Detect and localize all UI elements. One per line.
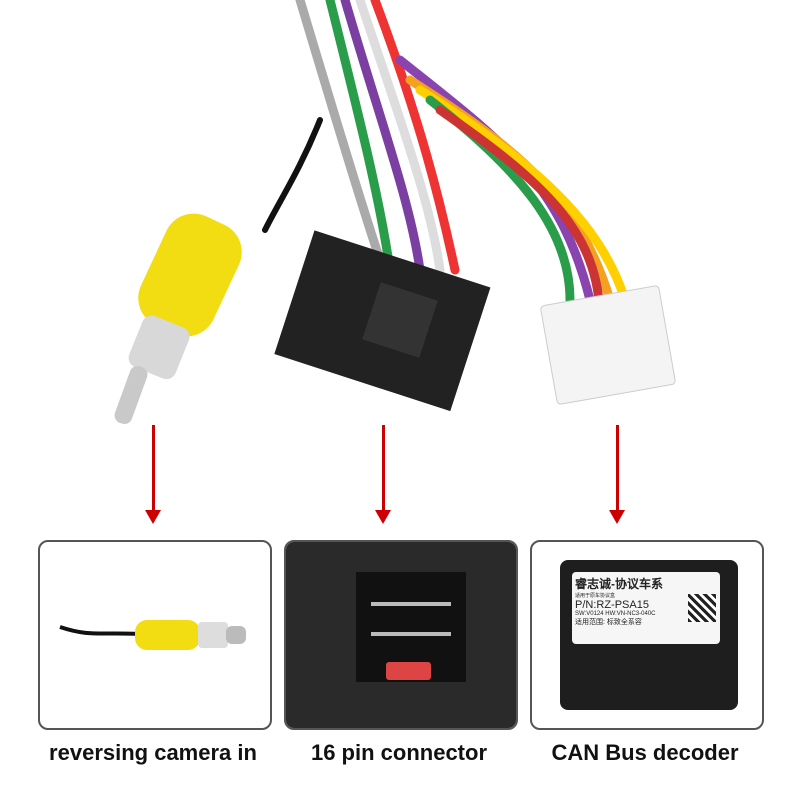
decoder-scope: 适用范围: 标致全系容: [575, 619, 642, 626]
decoder-brand: 睿志诚-协议车系: [575, 577, 663, 591]
arrow-connector: [382, 425, 385, 510]
caption-connector: 16 pin connector: [310, 740, 488, 765]
decoder-panel: 睿志诚-协议车系 适用于原车协议盒 P/N:RZ-PSA15 SW:V0124 …: [530, 540, 764, 730]
16-pin-socket-image: [286, 542, 516, 728]
wire-bundle: [262, 0, 630, 325]
arrowhead-camera: [145, 510, 161, 524]
rca-cable-image: [59, 620, 246, 650]
decoder-subtitle: 适用于原车协议盒: [575, 593, 616, 599]
rca-plug: [114, 213, 242, 425]
decoder-label: 睿志诚-协议车系 适用于原车协议盒 P/N:RZ-PSA15 SW:V0124 …: [572, 572, 720, 644]
arrowhead-decoder: [609, 510, 625, 524]
decoder-versions: SW:V0124 HW:VN-NC3-040C: [575, 611, 656, 617]
arrow-camera: [152, 425, 155, 510]
16-pin-plug: [274, 230, 491, 412]
qr-code: [688, 594, 716, 622]
white-can-connector: [540, 285, 676, 405]
caption-decoder: CAN Bus decoder: [551, 740, 739, 765]
arrow-decoder: [616, 425, 619, 510]
wire-harness-photo: [114, 0, 676, 425]
arrowhead-connector: [375, 510, 391, 524]
connector-panel: [284, 540, 518, 730]
decoder-part-number: P/N:RZ-PSA15: [575, 599, 649, 611]
camera-panel: [38, 540, 272, 730]
caption-camera: reversing camera in: [49, 740, 257, 765]
